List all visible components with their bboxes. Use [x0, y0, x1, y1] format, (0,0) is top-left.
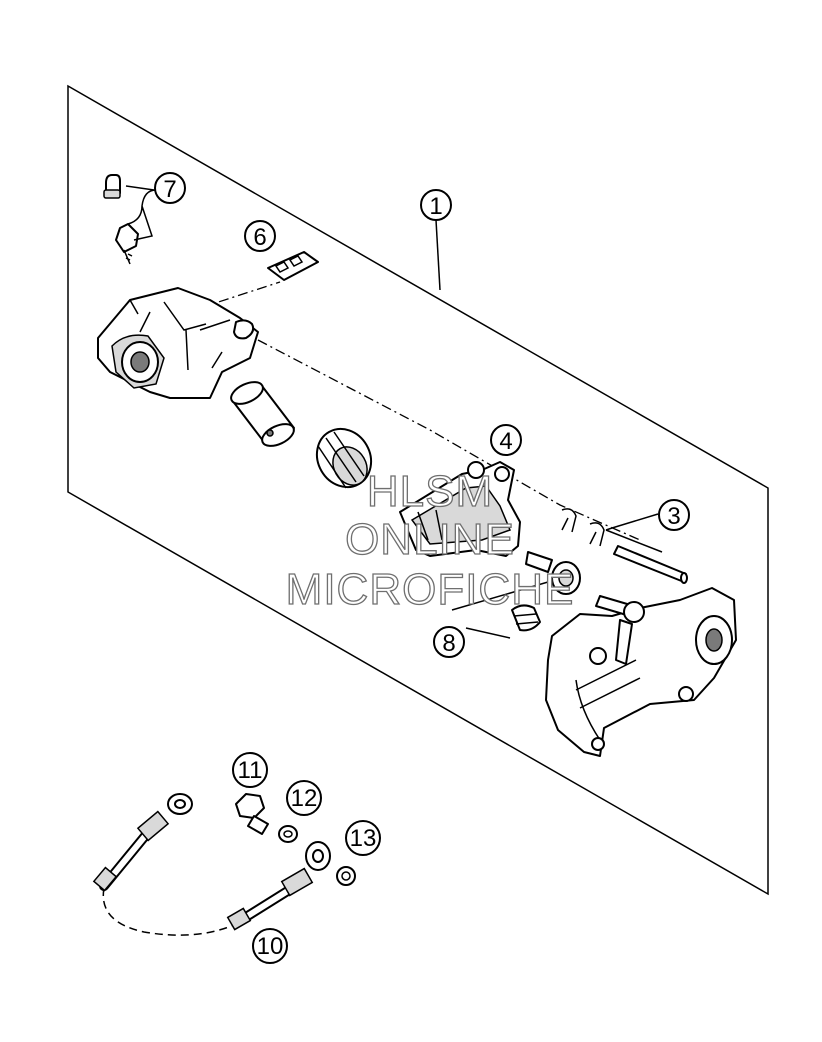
callout-11: 11	[232, 752, 268, 788]
callout-13-label: 13	[350, 825, 377, 852]
callout-11-label: 11	[238, 757, 263, 784]
watermark-line-1: HLSM	[367, 467, 493, 516]
watermark-line-2: ONLINE	[345, 515, 515, 564]
sealing-washer-12[interactable]	[278, 825, 298, 843]
callout-8: 8	[433, 626, 465, 658]
watermark-line-3: MICROFICHE	[286, 565, 575, 614]
pad-pin-and-clips[interactable]	[561, 508, 688, 584]
piston[interactable]	[228, 378, 297, 451]
callout-6: 6	[244, 220, 276, 252]
callout-4: 4	[490, 424, 522, 456]
watermark: HLSM ONLINE MICROFICHE	[285, 466, 575, 614]
sealing-washer-13[interactable]	[336, 866, 356, 886]
assembly-frame	[67, 84, 769, 896]
callout-7-label: 7	[163, 176, 176, 203]
callout-4-label: 4	[499, 428, 512, 455]
guide-pins[interactable]	[451, 551, 581, 639]
brake-hose[interactable]	[92, 793, 331, 936]
brake-pads[interactable]	[399, 461, 521, 557]
caliper-body[interactable]	[97, 287, 259, 399]
bleeder-screws[interactable]	[103, 174, 139, 265]
callout-12: 12	[286, 780, 322, 816]
callout-7: 7	[154, 172, 186, 204]
pad-spring[interactable]	[267, 251, 319, 281]
dust-seal[interactable]	[306, 419, 381, 497]
callout-1-label: 1	[429, 193, 442, 220]
callout-1: 1	[420, 189, 452, 221]
caliper-support[interactable]	[545, 587, 737, 757]
banjo-bolt[interactable]	[235, 793, 269, 835]
callout-8-label: 8	[442, 630, 455, 657]
callout-13: 13	[345, 820, 381, 856]
callout-6-label: 6	[253, 224, 266, 251]
callout-3: 3	[658, 499, 690, 531]
callout-12-label: 12	[291, 785, 318, 812]
callout-3-label: 3	[667, 503, 680, 530]
leader-lines	[125, 185, 441, 291]
callout-10: 10	[252, 928, 288, 964]
callout-10-label: 10	[257, 933, 284, 960]
